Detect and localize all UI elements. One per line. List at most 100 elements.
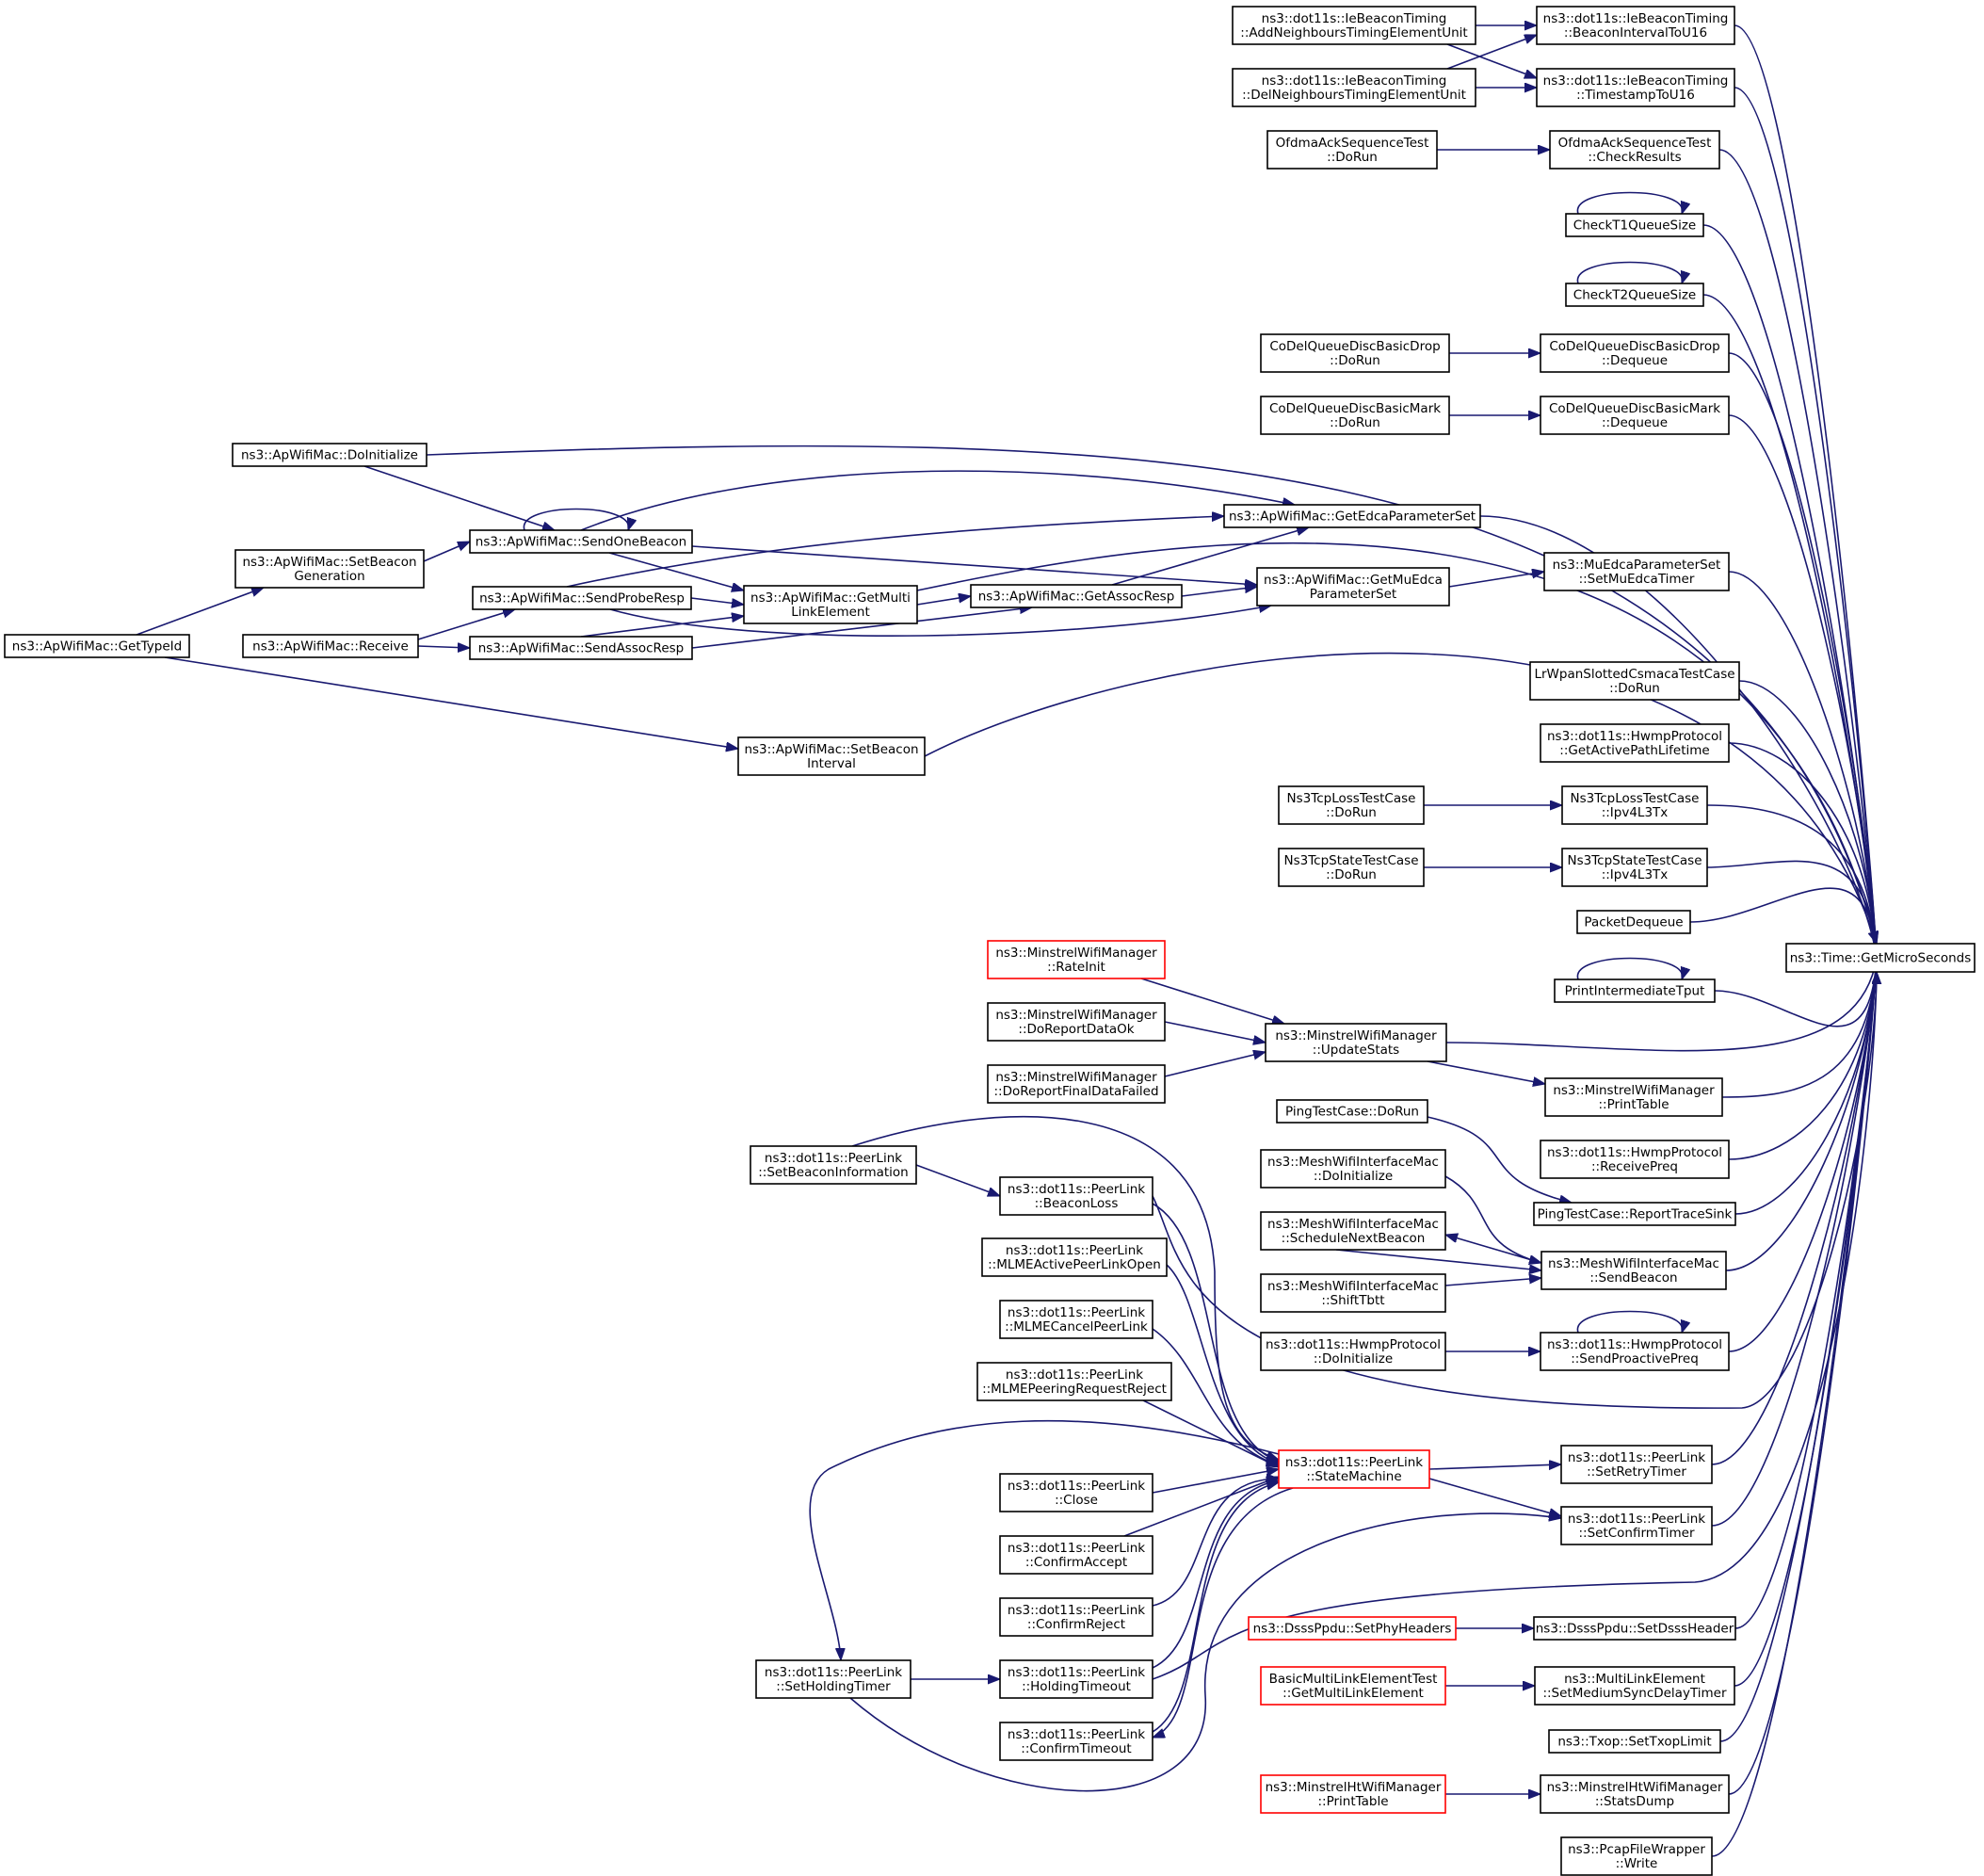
node-dsssSetPhy[interactable]: ns3::DsssPpdu::SetPhyHeaders [1248,1616,1457,1641]
node-label-line: ::DoRun [1609,681,1660,696]
node-getMultiLink[interactable]: ns3::ApWifiMac::GetMultiLinkElement [743,585,918,624]
node-pcapWrite[interactable]: ns3::PcapFileWrapper::Write [1560,1836,1713,1876]
edge-hwmpSendProactive-to-hwmpSendProactive [1577,1310,1682,1334]
node-receive[interactable]: ns3::ApWifiMac::Receive [242,634,419,658]
node-checkT2[interactable]: CheckT2QueueSize [1565,283,1704,307]
node-label-line: ::SendBeacon [1589,1270,1677,1286]
node-checkT1[interactable]: CheckT1QueueSize [1565,213,1704,237]
node-ofdmaDoRun[interactable]: OfdmaAckSequenceTest::DoRun [1266,130,1438,170]
node-tcpLossIpv4[interactable]: Ns3TcpLossTestCase::Ipv4L3Tx [1561,785,1708,825]
node-htPrintTable[interactable]: ns3::MinstrelHtWifiManager::PrintTable [1260,1774,1446,1814]
node-label-line: OfdmaAckSequenceTest [1276,136,1429,151]
node-timestampToU16[interactable]: ns3::dot11s::IeBeaconTiming::TimestampTo… [1536,68,1735,107]
node-sendOneBeacon[interactable]: ns3::ApWifiMac::SendOneBeacon [469,529,693,554]
node-box [999,1473,1153,1512]
node-ofdmaCheck[interactable]: OfdmaAckSequenceTest::CheckResults [1549,130,1720,170]
node-box [1533,1616,1736,1641]
node-label-line: Ns3TcpStateTestCase [1283,853,1418,868]
node-tcpStateRun[interactable]: Ns3TcpStateTestCase::DoRun [1278,848,1425,887]
node-sendAssocResp[interactable]: ns3::ApWifiMac::SendAssocResp [469,636,693,660]
node-hwmpSendProactive[interactable]: ns3::dot11s::HwmpProtocol::SendProactive… [1540,1332,1730,1371]
node-confirmTimeout[interactable]: ns3::dot11s::PeerLink::ConfirmTimeout [999,1722,1153,1761]
node-root[interactable]: ns3::Time::GetMicroSeconds [1785,943,1976,973]
node-setMuEdcaTimer[interactable]: ns3::MuEdcaParameterSet::SetMuEdcaTimer [1543,552,1730,591]
edge-addNeighbours-to-timestampToU16 [1446,43,1537,79]
node-hwmpDoInit[interactable]: ns3::dot11s::HwmpProtocol::DoInitialize [1260,1332,1446,1371]
node-packetDequeue[interactable]: PacketDequeue [1576,910,1691,934]
node-updateStats[interactable]: ns3::MinstrelWifiManager::UpdateStats [1265,1023,1447,1062]
node-beaconIntervalToU16[interactable]: ns3::dot11s::IeBeaconTiming::BeaconInter… [1536,6,1735,45]
node-codelDropRun[interactable]: CoDelQueueDiscBasicDrop::DoRun [1260,333,1450,373]
node-dsssSetHeader[interactable]: ns3::DsssPpdu::SetDsssHeader [1533,1616,1736,1641]
node-minstrelPrintTable[interactable]: ns3::MinstrelWifiManager::PrintTable [1544,1077,1723,1117]
node-beaconLoss[interactable]: ns3::dot11s::PeerLink::BeaconLoss [999,1176,1153,1216]
edge-beaconLoss-to-root [1152,972,1877,1409]
node-box [1260,1774,1446,1814]
node-pingReport[interactable]: PingTestCase::ReportTraceSink [1533,1202,1736,1226]
node-mlmeCancel[interactable]: ns3::dot11s::PeerLink::MLMECancelPeerLin… [999,1300,1153,1339]
node-hwmpActivePath[interactable]: ns3::dot11s::HwmpProtocol::GetActivePath… [1540,723,1730,763]
node-label-line: ::DoInitialize [1314,1169,1393,1184]
node-tcpStateIpv4[interactable]: Ns3TcpStateTestCase::Ipv4L3Tx [1561,848,1708,887]
node-label-line: CoDelQueueDiscBasicMark [1269,401,1441,416]
node-getAssocResp[interactable]: ns3::ApWifiMac::GetAssocResp [970,584,1183,608]
node-getEdca[interactable]: ns3::ApWifiMac::GetEdcaParameterSet [1223,504,1481,528]
node-basicMle[interactable]: BasicMultiLinkElementTest::GetMultiLinkE… [1260,1666,1446,1706]
node-codelDropDeq[interactable]: CoDelQueueDiscBasicDrop::Dequeue [1540,333,1730,373]
node-label-line: OfdmaAckSequenceTest [1558,136,1712,151]
edge-apDoInit-to-sendOneBeacon [363,465,555,530]
node-codelMarkRun[interactable]: CoDelQueueDiscBasicMark::DoRun [1260,396,1450,435]
node-hwmpReceivePreq[interactable]: ns3::dot11s::HwmpProtocol::ReceivePreq [1540,1140,1730,1179]
node-meshSendBeacon[interactable]: ns3::MeshWifiInterfaceMac::SendBeacon [1540,1251,1727,1290]
edge-checkT2-to-root [1702,294,1877,958]
node-confirmAccept[interactable]: ns3::dot11s::PeerLink::ConfirmAccept [999,1535,1153,1575]
node-addNeighbours[interactable]: ns3::dot11s::IeBeaconTiming::AddNeighbou… [1232,6,1476,45]
node-label-line: ns3::PcapFileWrapper [1568,1842,1705,1857]
node-label-line: ns3::dot11s::PeerLink [765,1151,902,1166]
node-apDoInit[interactable]: ns3::ApWifiMac::DoInitialize [232,443,427,467]
node-mlmeReject[interactable]: ns3::dot11s::PeerLink::MLMEPeeringReques… [976,1362,1172,1401]
node-setConfirm[interactable]: ns3::dot11s::PeerLink::SetConfirmTimer [1560,1506,1713,1545]
node-box [1534,1666,1735,1706]
node-tcpLossRun[interactable]: Ns3TcpLossTestCase::DoRun [1278,785,1425,825]
node-label-line: ns3::DsssPpdu::SetPhyHeaders [1253,1622,1452,1637]
node-meshSchedule[interactable]: ns3::MeshWifiInterfaceMac::ScheduleNextB… [1260,1211,1446,1251]
edge-setMuEdcaTimer-to-root [1728,571,1877,958]
node-rateInit[interactable]: ns3::MinstrelWifiManager::RateInit [987,940,1166,979]
node-setBeaconInfo[interactable]: ns3::dot11s::PeerLink::SetBeaconInformat… [750,1145,917,1185]
node-delNeighbours[interactable]: ns3::dot11s::IeBeaconTiming::DelNeighbou… [1232,68,1476,107]
node-mleSetMedium[interactable]: ns3::MultiLinkElement::SetMediumSyncDela… [1534,1666,1735,1706]
node-label-line: ns3::Time::GetMicroSeconds [1790,951,1972,966]
node-mlmeOpen[interactable]: ns3::dot11s::PeerLink::MLMEActivePeerLin… [981,1237,1168,1277]
node-txopLimit[interactable]: ns3::Txop::SetTxopLimit [1548,1729,1721,1754]
node-setRetry[interactable]: ns3::dot11s::PeerLink::SetRetryTimer [1560,1445,1713,1484]
node-meshShift[interactable]: ns3::MeshWifiInterfaceMac::ShiftTbtt [1260,1273,1446,1313]
node-printIntTput[interactable]: PrintIntermediateTput [1554,978,1716,1003]
node-box [1536,68,1735,107]
node-label-line: ::BeaconLoss [1035,1196,1119,1211]
node-box [987,1064,1166,1104]
node-getTypeId[interactable]: ns3::ApWifiMac::GetTypeId [4,634,190,658]
edge-doReportDataOk-to-updateStats [1164,1021,1266,1043]
node-label-line: BasicMultiLinkElementTest [1269,1672,1438,1687]
node-box [1260,1666,1446,1706]
node-htStatsDump[interactable]: ns3::MinstrelHtWifiManager::StatsDump [1540,1774,1730,1814]
node-codelMarkDeq[interactable]: CoDelQueueDiscBasicMark::Dequeue [1540,396,1730,435]
node-sendProbeResp[interactable]: ns3::ApWifiMac::SendProbeResp [472,586,692,610]
node-plClose[interactable]: ns3::dot11s::PeerLink::Close [999,1473,1153,1512]
node-doReportFinal[interactable]: ns3::MinstrelWifiManager::DoReportFinalD… [987,1064,1166,1104]
node-lrwpan[interactable]: LrWpanSlottedCsmacaTestCase::DoRun [1529,661,1740,701]
node-label-line: ns3::MinstrelWifiManager [1275,1028,1437,1043]
node-label-line: ::Dequeue [1602,353,1668,368]
node-label-line: ::SetRetryTimer [1587,1464,1686,1480]
node-setHolding[interactable]: ns3::dot11s::PeerLink::SetHoldingTimer [755,1659,911,1699]
node-doReportDataOk[interactable]: ns3::MinstrelWifiManager::DoReportDataOk [987,1002,1166,1042]
node-meshDoInit[interactable]: ns3::MeshWifiInterfaceMac::DoInitialize [1260,1149,1446,1189]
node-confirmReject[interactable]: ns3::dot11s::PeerLink::ConfirmReject [999,1597,1153,1637]
node-stateMachine[interactable]: ns3::dot11s::PeerLink::StateMachine [1278,1449,1430,1489]
node-pingDoRun[interactable]: PingTestCase::DoRun [1276,1099,1428,1124]
node-holdingTimeout[interactable]: ns3::dot11s::PeerLink::HoldingTimeout [999,1659,1153,1699]
